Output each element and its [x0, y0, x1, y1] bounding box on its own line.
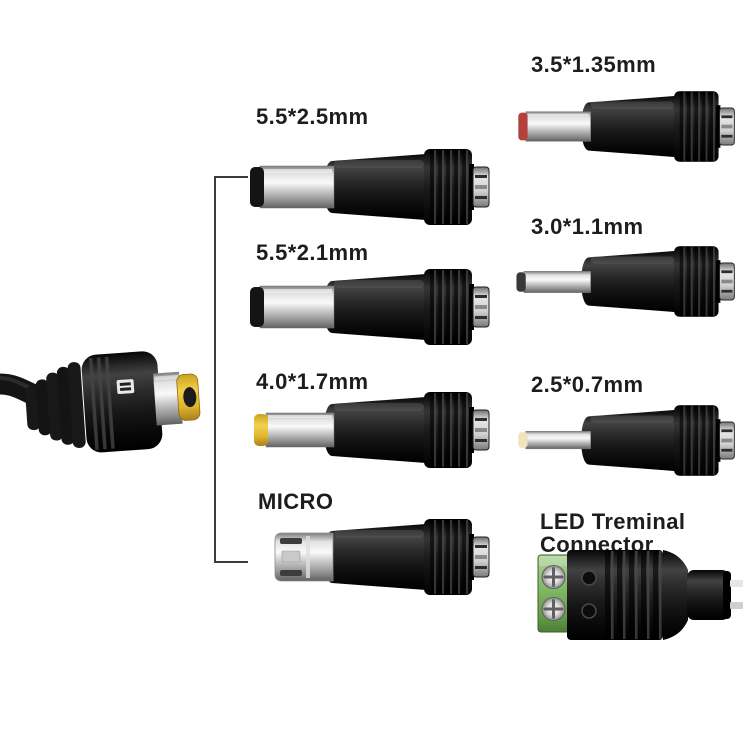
adapter-size-label: 4.0*1.7mm [256, 369, 369, 394]
dc-cable-plug-illustration [0, 332, 205, 467]
dc-barrel-adapter-illustration [515, 245, 735, 318]
dc-barrel-adapter-illustration [249, 148, 490, 226]
adapter-size-label: MICRO [258, 489, 334, 514]
adapter-size-label: 5.5*2.5mm [256, 104, 369, 129]
adapter-size-label: 5.5*2.1mm [256, 240, 369, 265]
adapter-size-label: 3.0*1.1mm [531, 214, 644, 239]
dc-barrel-adapter-illustration [249, 268, 490, 346]
adapter-size-label: 3.5*1.35mm [531, 52, 657, 77]
dc-barrel-adapter-illustration [517, 90, 735, 163]
micro-usb-adapter-illustration [274, 518, 490, 596]
bracket-bottom-tick [214, 561, 248, 563]
bracket-top-tick [214, 176, 248, 178]
dc-barrel-adapter-illustration [517, 404, 735, 477]
adapter-size-label: 2.5*0.7mm [531, 372, 644, 397]
led-terminal-connector-illustration [537, 548, 745, 642]
dc-barrel-adapter-illustration [253, 391, 490, 469]
bracket-vertical-line [214, 176, 216, 563]
